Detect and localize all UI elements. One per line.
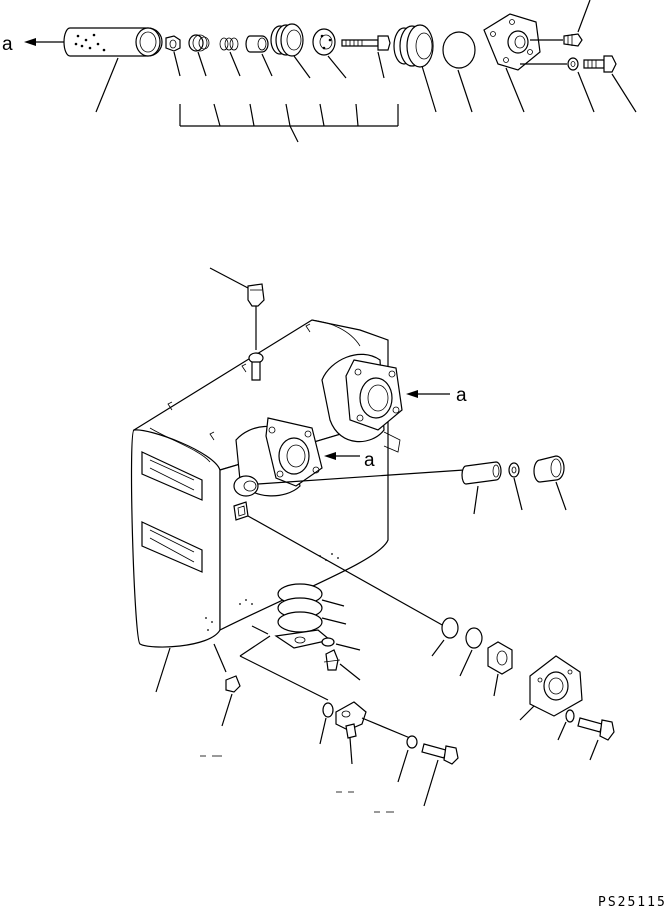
surface-speckle [205,553,339,631]
indicator-port [233,475,259,497]
upper-outlet-flange [321,353,403,453]
inlet-filter-sleeve [461,461,502,485]
small-spring-part [219,37,239,51]
dust-valve [274,583,332,649]
housing-assembly: a a [130,267,615,813]
drain-seal [322,702,334,718]
mounting-bracket-upper [141,451,203,501]
washer-part [567,57,579,71]
inlet-cap [533,455,565,483]
valve-clamp [321,637,335,647]
drain-washer [406,735,418,749]
large-bellows-part [393,24,434,68]
nut-part [165,35,181,52]
seal-ring [465,627,483,649]
upper-ref-arrow [406,390,450,398]
short-bolt-part [583,55,617,73]
sensor-washer [565,709,575,723]
drain-elbow [335,701,367,739]
mounting-bracket-lower [141,521,203,573]
flange-cover-part [483,13,541,71]
label-plate [233,501,249,521]
filter-element [63,27,163,57]
grease-fitting-part [563,33,583,47]
seal-disk [441,617,459,639]
drain-hose-bracket [239,625,329,701]
collar-part [245,35,269,53]
drawing-code: PS25115 [598,895,667,910]
dust-indicator-top [209,267,265,350]
sensor-flange [529,655,583,717]
indicator-adapter [248,352,264,381]
spring-part [188,34,210,52]
filter-ref-label: a [2,34,13,55]
upper-ref-label: a [456,385,467,406]
valve-disk-part [312,28,336,56]
sensor-nut [487,641,513,675]
drain-bolt [421,743,459,765]
drain-plug [225,675,241,693]
valve-elbow-fitting [323,649,341,671]
long-bolt-part [341,35,391,51]
top-filter-assembly: a [2,0,637,143]
cap-disk-part [442,31,476,69]
lower-ref-arrow [324,452,360,460]
sensor-bolt [577,717,615,741]
inlet-ring [508,462,520,478]
bellows-part [270,23,304,57]
lower-ref-label: a [364,450,375,471]
filter-ref-arrow [24,38,64,46]
top-leader-lines [95,0,637,143]
